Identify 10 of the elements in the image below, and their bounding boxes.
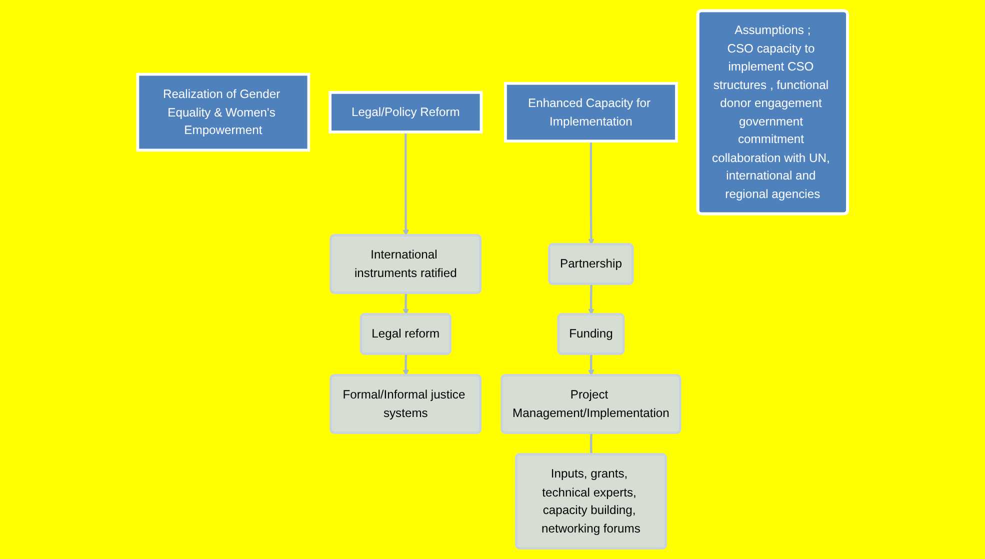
arrow [402,132,409,236]
node-box: Legal/Policy Reform [328,91,483,134]
arrow [588,354,594,376]
arrow [402,354,409,376]
node-box: Realization of Gender Equality & Women's Empowerment [136,72,310,152]
arrow [402,293,409,315]
arrow [588,284,594,315]
arrow [588,141,594,245]
node-box: Enhanced Capacity for Implementation [504,82,678,143]
connector [590,433,592,455]
